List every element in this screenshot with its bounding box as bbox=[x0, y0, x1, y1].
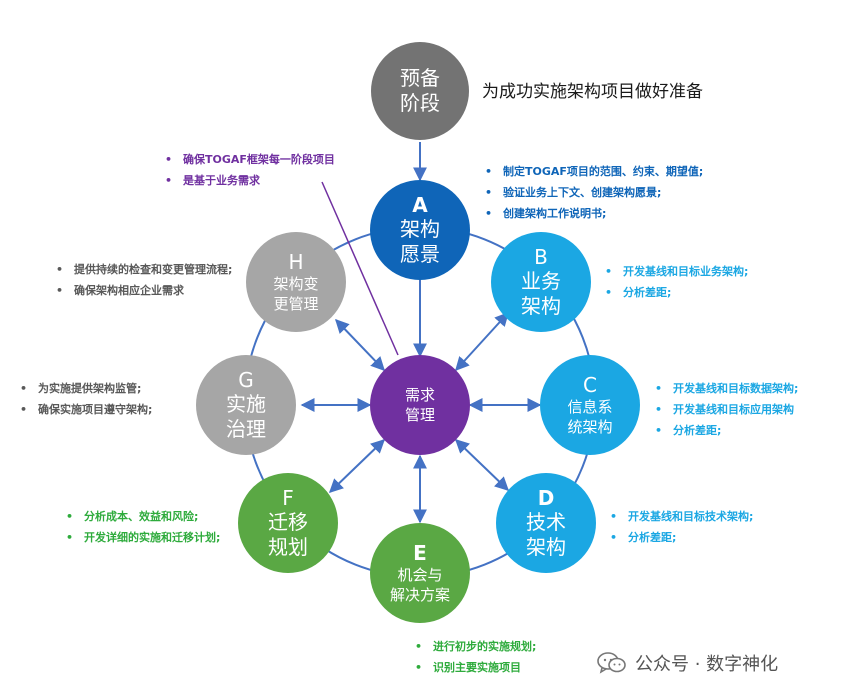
phase-h-notes: 提供持续的检查和变更管理流程; 确保架构相应企业需求 bbox=[56, 259, 232, 301]
phase-b-note: 开发基线和目标业务架构; bbox=[605, 261, 748, 282]
phase-f-letter: F bbox=[282, 486, 294, 510]
phase-e-name: 机会与 解决方案 bbox=[389, 566, 450, 604]
phase-e-note: 识别主要实施项目 bbox=[415, 657, 536, 678]
phase-a-note: 创建架构工作说明书; bbox=[485, 203, 703, 224]
requirements-management-label: 需求 管理 bbox=[404, 386, 435, 424]
spoke-d bbox=[454, 439, 510, 491]
phase-h-letter: H bbox=[288, 250, 304, 274]
phase-h-name: 架构变 更管理 bbox=[273, 275, 319, 313]
phase-a-circle: A 架构 愿景 bbox=[370, 180, 470, 280]
phase-a-letter: A bbox=[412, 193, 428, 217]
phase-g-note: 为实施提供架构监管; bbox=[20, 378, 152, 399]
phase-d-note: 开发基线和目标技术架构; bbox=[610, 506, 753, 527]
prep-tagline: 为成功实施架构项目做好准备 bbox=[482, 82, 703, 102]
watermark-text: 公众号 · 数字神化 bbox=[635, 654, 779, 675]
requirement-note-line: 确保TOGAF框架每一阶段项目 bbox=[165, 149, 335, 170]
phase-g-letter: G bbox=[238, 368, 254, 392]
phase-d-name: 技术 架构 bbox=[526, 510, 566, 559]
phase-f-note: 分析成本、效益和风险; bbox=[66, 506, 220, 527]
phase-b-note: 分析差距; bbox=[605, 282, 748, 303]
phase-h-note: 确保架构相应企业需求 bbox=[56, 280, 232, 301]
phase-b-letter: B bbox=[534, 245, 548, 269]
phase-f-note: 开发详细的实施和迁移计划; bbox=[66, 527, 220, 548]
wechat-icon bbox=[597, 652, 626, 674]
phase-b-notes: 开发基线和目标业务架构; 分析差距; bbox=[605, 261, 748, 303]
phase-c-name: 信息系 统架构 bbox=[567, 398, 613, 436]
requirement-note-line: 是基于业务需求 bbox=[165, 170, 335, 191]
phase-d-notes: 开发基线和目标技术架构; 分析差距; bbox=[610, 506, 753, 548]
phase-d-circle: D 技术 架构 bbox=[496, 473, 596, 573]
phase-a-notes: 制定TOGAF项目的范围、约束、期望值; 验证业务上下文、创建架构愿景; 创建架… bbox=[485, 161, 703, 224]
phase-a-name: 架构 愿景 bbox=[400, 217, 440, 266]
phase-c-note: 开发基线和目标应用架构 bbox=[655, 399, 798, 420]
phase-c-note: 开发基线和目标数据架构; bbox=[655, 378, 798, 399]
phase-h-note: 提供持续的检查和变更管理流程; bbox=[56, 259, 232, 280]
spoke-b bbox=[455, 311, 509, 372]
prep-stage-circle: 预备 阶段 bbox=[371, 42, 469, 140]
spoke-f bbox=[328, 439, 386, 493]
phase-a-note: 制定TOGAF项目的范围、约束、期望值; bbox=[485, 161, 703, 182]
phase-c-note: 分析差距; bbox=[655, 420, 798, 441]
phase-f-name: 迁移 规划 bbox=[268, 510, 308, 559]
phase-e-circle: E 机会与 解决方案 bbox=[370, 523, 470, 623]
phase-g-circle: G 实施 治理 bbox=[196, 355, 296, 455]
phase-c-notes: 开发基线和目标数据架构; 开发基线和目标应用架构 分析差距; bbox=[655, 378, 798, 441]
phase-f-notes: 分析成本、效益和风险; 开发详细的实施和迁移计划; bbox=[66, 506, 220, 548]
requirement-note-pointer bbox=[321, 181, 399, 356]
phase-d-letter: D bbox=[537, 486, 555, 510]
watermark: 公众号 · 数字神化 bbox=[597, 650, 778, 676]
phase-b-circle: B 业务 架构 bbox=[491, 232, 591, 332]
phase-g-notes: 为实施提供架构监管; 确保实施项目遵守架构; bbox=[20, 378, 152, 420]
phase-e-notes: 进行初步的实施规划; 识别主要实施项目 bbox=[415, 636, 536, 678]
prep-stage-label: 预备 阶段 bbox=[400, 66, 440, 115]
phase-d-note: 分析差距; bbox=[610, 527, 753, 548]
phase-b-name: 业务 架构 bbox=[521, 269, 561, 318]
phase-e-note: 进行初步的实施规划; bbox=[415, 636, 536, 657]
phase-g-name: 实施 治理 bbox=[226, 392, 266, 441]
requirements-management-circle: 需求 管理 bbox=[370, 355, 470, 455]
requirement-note: 确保TOGAF框架每一阶段项目 是基于业务需求 bbox=[165, 149, 335, 191]
spokes bbox=[300, 260, 542, 524]
phase-e-letter: E bbox=[413, 541, 427, 565]
phase-g-note: 确保实施项目遵守架构; bbox=[20, 399, 152, 420]
phase-a-note: 验证业务上下文、创建架构愿景; bbox=[485, 182, 703, 203]
phase-c-letter: C bbox=[583, 373, 597, 397]
phase-c-circle: C 信息系 统架构 bbox=[540, 355, 640, 455]
phase-f-circle: F 迁移 规划 bbox=[238, 473, 338, 573]
phase-h-circle: H 架构变 更管理 bbox=[246, 232, 346, 332]
spoke-h bbox=[335, 318, 385, 372]
